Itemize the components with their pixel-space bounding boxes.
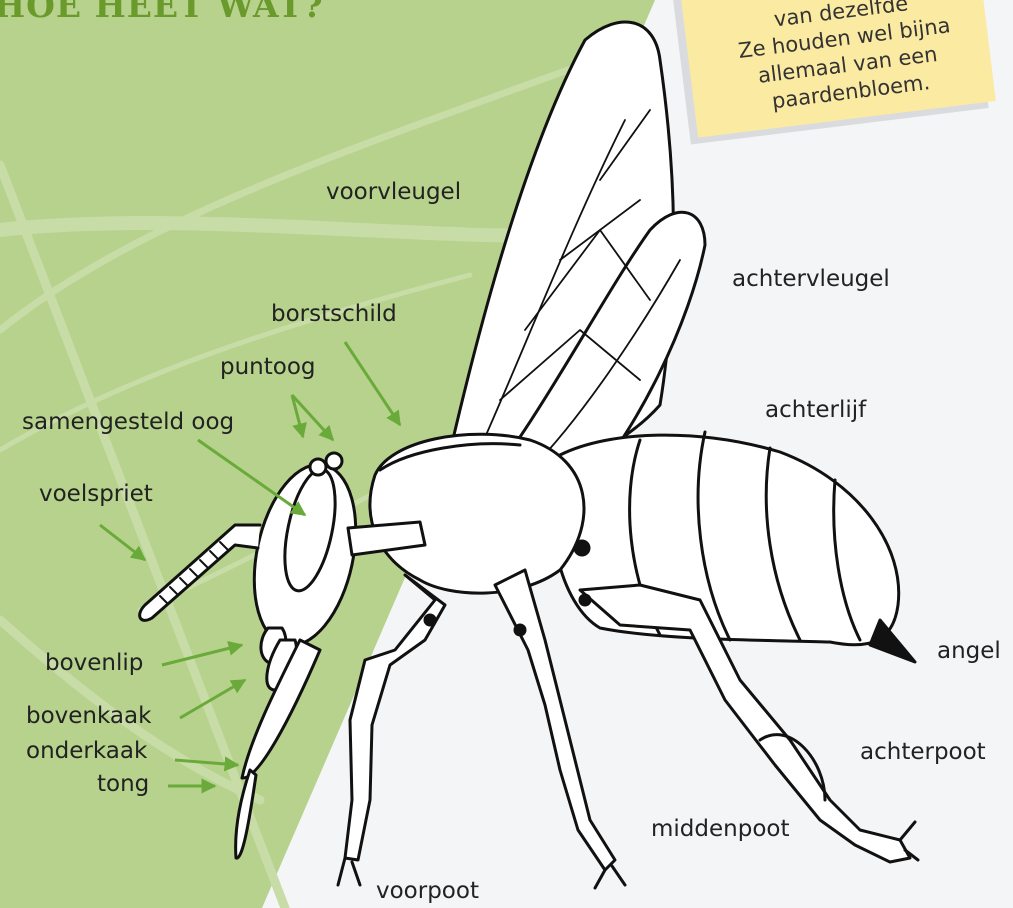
label-achtervleugel: achtervleugel	[732, 268, 890, 291]
label-samengesteld-oog: samengesteld oog	[22, 411, 234, 434]
label-voelspriet: voelspriet	[39, 483, 153, 506]
label-puntoog: puntoog	[220, 356, 316, 379]
label-achterpoot: achterpoot	[860, 741, 986, 764]
label-voorvleugel: voorvleugel	[326, 181, 461, 204]
label-borstschild: borstschild	[271, 303, 397, 326]
label-achterlijf: achterlijf	[765, 399, 866, 422]
label-tong: tong	[97, 773, 149, 796]
label-angel: angel	[937, 640, 1001, 663]
label-onderkaak: onderkaak	[26, 740, 147, 763]
abdomen	[552, 435, 899, 645]
page-title: HOE HEET WAT?	[0, 0, 324, 25]
label-bovenkaak: bovenkaak	[26, 705, 151, 728]
label-bovenlip: bovenlip	[45, 652, 143, 675]
label-voorpoot: voorpoot	[376, 880, 479, 903]
label-middenpoot: middenpoot	[651, 818, 789, 841]
